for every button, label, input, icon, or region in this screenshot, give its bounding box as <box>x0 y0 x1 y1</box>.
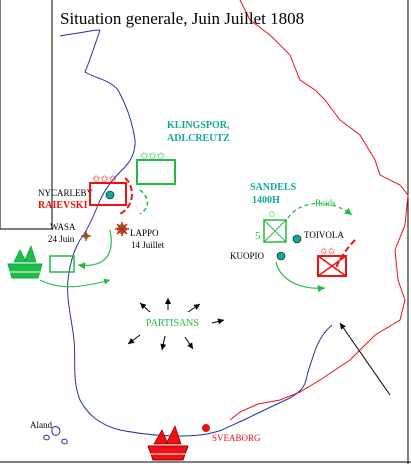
svg-text:✩: ✩ <box>268 209 276 219</box>
russian-move-arc <box>119 177 133 215</box>
label-toivola: TOIVOLA <box>304 230 344 240</box>
svg-text:✩✩✩: ✩✩✩ <box>92 174 118 185</box>
label-kuopio: KUOPIO <box>230 251 265 261</box>
coastline <box>67 29 333 437</box>
swedish-move-arc <box>139 189 149 215</box>
label-partisans: PARTISANS <box>146 318 199 329</box>
town-toivola <box>292 234 302 244</box>
map-title: Situation generale, Juin Juillet 1808 <box>60 9 304 28</box>
border-line <box>229 0 409 421</box>
label-nycarleby: NYCARLEBY <box>38 188 94 198</box>
russian-advance-arrow <box>339 322 391 396</box>
swedish-landing-arrow <box>77 229 112 270</box>
label-aland: Aland <box>30 420 52 430</box>
svg-text:✩✩✩: ✩✩✩ <box>140 151 166 162</box>
swedish-return-arrow <box>39 278 111 288</box>
coast-inlet <box>59 29 101 37</box>
town-nycarleby <box>105 190 115 200</box>
partisans-arrows <box>127 298 225 351</box>
label-wasa-date: 24 Juin <box>48 234 75 244</box>
lappo-battle-icon <box>115 222 129 236</box>
russian-unit-east: ✩✩ <box>317 246 347 277</box>
wasa-battle-icon <box>81 231 91 241</box>
svg-text:✩✩: ✩✩ <box>320 246 336 256</box>
fortress-sveaborg <box>202 424 210 432</box>
label-klingspor: KLINGSPOR, <box>167 120 230 131</box>
sandels-retreat-arrow <box>275 261 326 293</box>
town-kuopio <box>276 251 286 261</box>
label-sandels: SANDELS <box>250 182 297 193</box>
label-lappo-date: 14 Juillet <box>131 240 165 250</box>
label-adlercreutz: ADLCREUTZ <box>167 133 230 144</box>
sandels-unit-symbol: ✩ <box>263 209 287 243</box>
russian-fleet-icon <box>147 424 189 461</box>
label-raids: Raids <box>315 198 336 208</box>
label-unit-number: 5 <box>255 230 261 242</box>
raids-arrow <box>287 202 353 219</box>
label-sandels-strength: 1400H <box>252 195 280 206</box>
label-lappo: LAPPO <box>130 228 159 238</box>
label-raievski: RAIEVSKI <box>38 200 88 211</box>
swedish-fleet-icon <box>7 244 43 279</box>
klingspor-army-symbol: ✩✩✩ <box>136 151 176 185</box>
label-wasa: WASA <box>50 222 76 232</box>
label-sveaborg: SVEABORG <box>212 433 261 443</box>
swedish-landing-unit <box>49 255 75 273</box>
aland-islands <box>43 426 68 445</box>
russian-army-nycarleby: ✩✩✩ <box>89 174 127 206</box>
russian-arc-east <box>334 239 356 271</box>
